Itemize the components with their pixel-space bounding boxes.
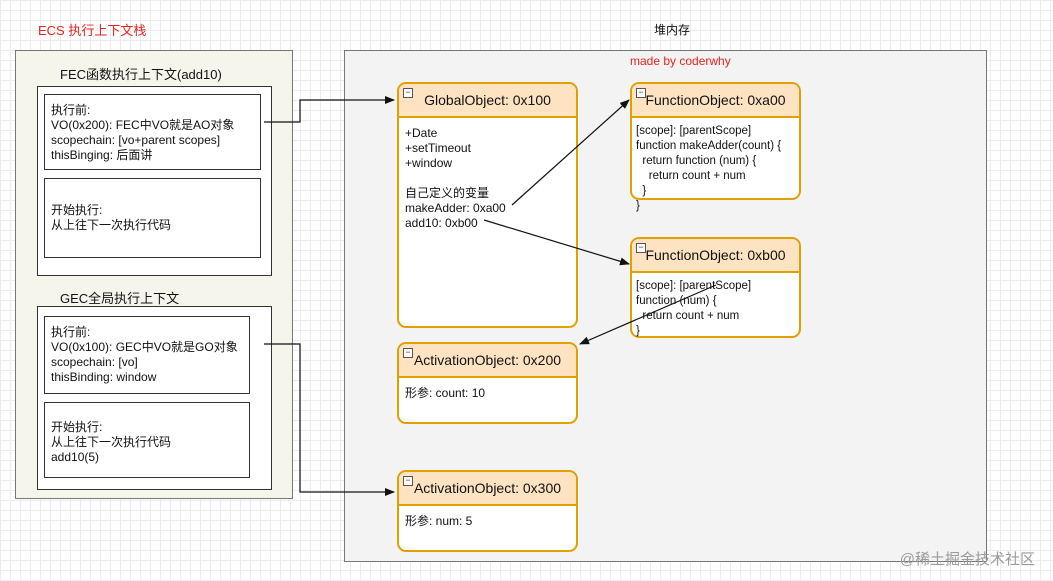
global-object-line: +setTimeout [405,141,471,155]
fec-start-box: 开始执行: 从上往下一次执行代码 [44,178,261,258]
collapse-icon: − [636,88,646,98]
function-object-a00-header: − FunctionObject: 0xa00 [632,84,799,118]
fec-before-line: VO(0x200): FEC中VO就是AO对象 [51,118,235,132]
gec-before-line: scopechain: [vo] [51,355,138,369]
gec-before-line: thisBinding: window [51,370,157,384]
activation-object-300-header: − ActivationObject: 0x300 [399,472,576,506]
function-object-a00-line: return function (num) { [636,155,757,167]
arrow-gec-to-activation-300 [264,343,395,496]
fec-before-box: 执行前: VO(0x200): FEC中VO就是AO对象 scopechain:… [44,94,261,170]
fec-start-line: 从上往下一次执行代码 [51,218,172,232]
activation-object-200: − ActivationObject: 0x200 形参: count: 10 [397,342,578,424]
function-object-b00-title: FunctionObject: 0xb00 [645,247,786,263]
global-object-title: GlobalObject: 0x100 [424,92,551,108]
arrow-makeadder-to-function-a00 [511,99,630,206]
global-object-line: +Date [405,126,438,140]
global-object-line: add10: 0xb00 [405,216,478,230]
function-object-b00-line: return count + num [636,310,740,322]
global-object: − GlobalObject: 0x100 +Date +setTimeout … [397,82,578,328]
activation-object-200-header: − ActivationObject: 0x200 [399,344,576,378]
gec-before-line: 执行前: [51,325,91,339]
global-object-line: makeAdder: 0xa00 [405,201,506,215]
activation-object-200-line: 形参: count: 10 [405,386,486,400]
function-object-a00-line: } [636,200,640,212]
gec-start-line: 从上往下一次执行代码 [51,435,172,449]
activation-object-300-title: ActivationObject: 0x300 [413,480,562,496]
gec-title: GEC全局执行上下文 [60,291,180,306]
function-object-a00-line: function makeAdder(count) { [636,140,782,152]
arrow-fec-to-global-object [264,96,395,123]
ecs-title: ECS 执行上下文栈 [38,23,147,38]
global-object-header: − GlobalObject: 0x100 [399,84,576,118]
fec-start-line: 开始执行: [51,203,103,217]
function-object-a00-line: [scope]: [parentScope] [636,125,752,137]
collapse-icon: − [636,243,646,253]
function-object-a00-line: } [636,185,647,197]
gec-before-box: 执行前: VO(0x100): GEC中VO就是GO对象 scopechain:… [44,316,250,394]
arrow-add10-to-function-b00 [483,219,630,266]
function-object-b00-line: [scope]: [parentScope] [636,280,752,292]
function-object-b00-line: function (num) { [636,295,717,307]
activation-object-300: − ActivationObject: 0x300 形参: num: 5 [397,470,578,552]
function-object-a00: − FunctionObject: 0xa00 [scope]: [parent… [630,82,801,212]
function-object-a00-line: return count + num [636,170,746,182]
gec-start-line: add10(5) [51,450,100,464]
made-by-label: made by coderwhy [630,54,731,68]
activation-object-300-line: 形参: num: 5 [405,514,473,528]
function-object-b00-header: − FunctionObject: 0xb00 [632,239,799,273]
watermark: @稀土掘金技术社区 [899,551,1035,568]
heap-title: 堆内存 [654,23,691,37]
gec-start-line: 开始执行: [51,420,103,434]
function-object-b00-line: } [636,325,640,337]
collapse-icon: − [403,88,413,98]
function-object-a00-title: FunctionObject: 0xa00 [645,92,786,108]
function-object-b00: − FunctionObject: 0xb00 [scope]: [parent… [630,237,801,338]
fec-before-line: scopechain: [vo+parent scopes] [51,133,221,147]
collapse-icon: − [403,476,413,486]
global-object-line: +window [405,156,453,170]
activation-object-200-title: ActivationObject: 0x200 [413,352,562,368]
fec-before-line: 执行前: [51,103,91,117]
collapse-icon: − [403,348,413,358]
gec-start-box: 开始执行: 从上往下一次执行代码 add10(5) [44,402,250,478]
fec-before-line: thisBinging: 后面讲 [51,148,153,162]
arrow-function-b00-to-activation-200 [579,284,717,345]
gec-before-line: VO(0x100): GEC中VO就是GO对象 [51,340,238,354]
fec-title: FEC函数执行上下文(add10) [60,67,222,82]
global-object-line: 自己定义的变量 [405,186,490,200]
